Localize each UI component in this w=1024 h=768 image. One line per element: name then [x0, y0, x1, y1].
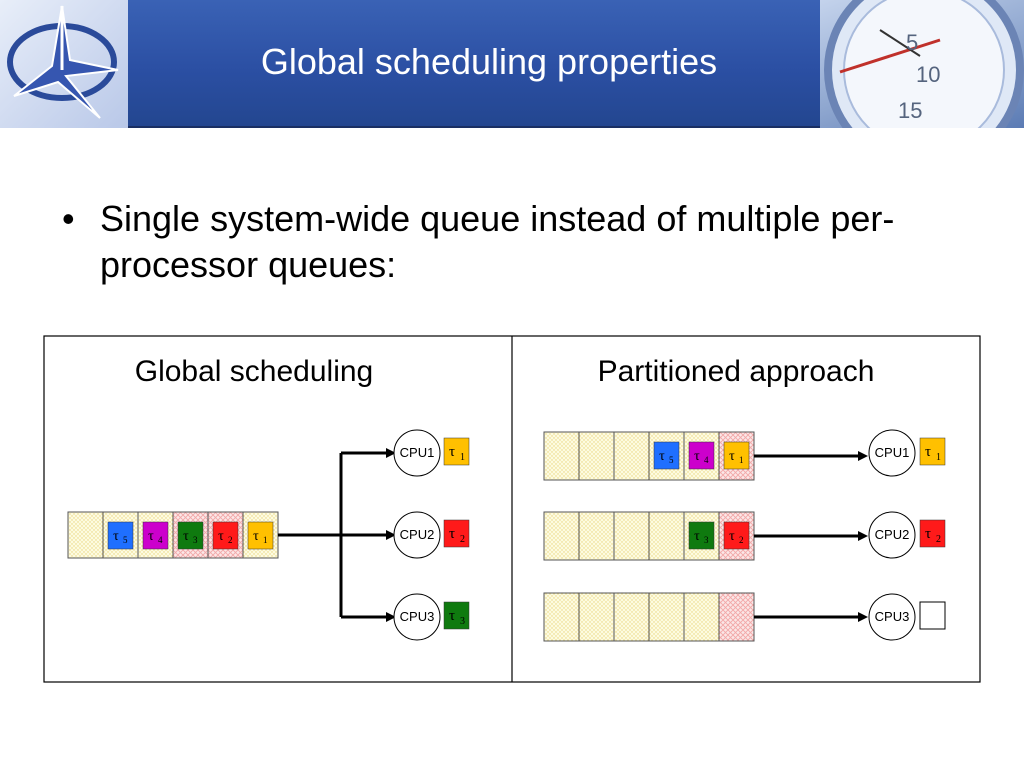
cpu-label: CPU1 [400, 445, 435, 460]
task-block-tau5: τ 5 [653, 441, 680, 470]
slide-header: 5 10 15 Global scheduling properties [0, 0, 1024, 128]
task-block-tau3: τ 3 [177, 521, 204, 550]
svg-text:τ: τ [218, 529, 224, 544]
scheduling-diagram: Global scheduling Partitioned approach τ… [43, 335, 981, 683]
cpu-task-tau1 [919, 437, 946, 466]
svg-text:τ: τ [694, 449, 700, 464]
svg-text:1: 1 [263, 535, 268, 545]
dispatch-arrows [278, 448, 396, 622]
svg-text:1: 1 [739, 455, 744, 465]
cpu-label: CPU3 [875, 609, 910, 624]
svg-text:τ: τ [183, 529, 189, 544]
svg-text:4: 4 [704, 455, 709, 465]
svg-text:5: 5 [669, 455, 674, 465]
cpu-label: CPU1 [875, 445, 910, 460]
left-panel-title: Global scheduling [135, 355, 374, 388]
svg-text:τ: τ [925, 444, 931, 460]
header-rule [128, 126, 820, 128]
svg-text:2: 2 [460, 534, 465, 545]
svg-text:1: 1 [460, 452, 465, 463]
svg-text:τ: τ [925, 526, 931, 542]
partition-arrows [754, 451, 868, 622]
cpu-label: CPU2 [400, 527, 435, 542]
svg-text:15: 15 [898, 98, 922, 123]
svg-text:τ: τ [659, 449, 665, 464]
right-cpu1: CPU1 τ 1 [868, 429, 946, 477]
left-cpu3: CPU3 τ 3 [393, 593, 470, 641]
svg-text:τ: τ [449, 444, 455, 460]
cpu-task-tau1 [443, 437, 470, 466]
stopwatch-image: 5 10 15 [820, 0, 1024, 128]
task-block-tau4: τ 4 [688, 441, 715, 470]
svg-text:2: 2 [739, 535, 744, 545]
cpu-label: CPU3 [400, 609, 435, 624]
stopwatch-icon: 5 10 15 [824, 0, 1024, 128]
bullet-marker: • [62, 198, 75, 239]
task-block-tau2: τ 2 [212, 521, 239, 550]
svg-text:τ: τ [113, 529, 119, 544]
svg-text:2: 2 [936, 534, 941, 545]
svg-text:τ: τ [253, 529, 259, 544]
right-panel-title: Partitioned approach [598, 355, 875, 388]
task-block-tau4: τ 4 [142, 521, 169, 550]
svg-text:3: 3 [704, 535, 709, 545]
bullet-text: Single system-wide queue instead of mult… [100, 198, 895, 285]
partition-queue-3 [543, 592, 755, 642]
svg-text:τ: τ [729, 529, 735, 544]
svg-text:1: 1 [936, 452, 941, 463]
svg-text:5: 5 [123, 535, 128, 545]
left-cpu2: CPU2 τ 2 [393, 511, 470, 559]
partition-queue-1: τ 5 τ 4 τ 1 [543, 431, 755, 481]
svg-text:3: 3 [193, 535, 198, 545]
svg-text:τ: τ [148, 529, 154, 544]
cpu-task-tau2 [443, 519, 470, 548]
svg-text:3: 3 [460, 616, 465, 627]
cpu-task-tau3 [443, 601, 470, 630]
partition-queue-2: τ 3 τ 2 [543, 511, 755, 561]
logo-graphic [0, 0, 128, 128]
svg-text:τ: τ [449, 608, 455, 624]
task-block-tau5: τ 5 [107, 521, 134, 550]
slide-title: Global scheduling properties [260, 41, 718, 82]
task-block-tau3: τ 3 [688, 521, 715, 550]
logo-icon [7, 5, 119, 119]
svg-text:4: 4 [158, 535, 163, 545]
cpu-task-empty [919, 601, 946, 630]
svg-text:τ: τ [449, 526, 455, 542]
queue-slot [67, 511, 104, 559]
svg-text:τ: τ [729, 449, 735, 464]
right-cpu2: CPU2 τ 2 [868, 511, 946, 559]
task-block-tau1: τ 1 [723, 441, 750, 470]
right-cpu3: CPU3 [868, 593, 946, 641]
task-block-tau2: τ 2 [723, 521, 750, 550]
bullet-item: • Single system-wide queue instead of mu… [62, 196, 962, 288]
svg-text:5: 5 [906, 30, 918, 55]
svg-text:10: 10 [916, 62, 940, 87]
global-queue: τ 5 τ 4 τ 3 τ 2 τ 1 [67, 511, 279, 559]
svg-text:τ: τ [694, 529, 700, 544]
cpu-label: CPU2 [875, 527, 910, 542]
svg-text:2: 2 [228, 535, 233, 545]
left-cpu1: CPU1 τ 1 [393, 429, 470, 477]
task-block-tau1: τ 1 [247, 521, 274, 550]
cpu-task-tau2 [919, 519, 946, 548]
